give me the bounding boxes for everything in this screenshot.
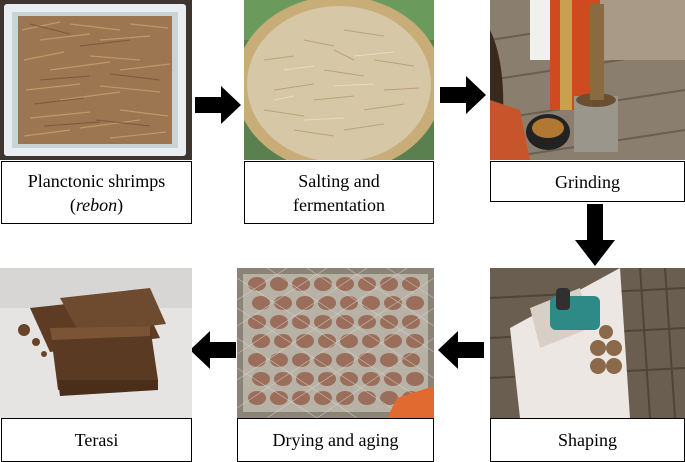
caption-text-line2: fermentation — [293, 194, 385, 215]
photo-shaping — [490, 268, 685, 418]
caption-text: Drying and aging — [272, 430, 399, 450]
caption-text: Grinding — [555, 171, 620, 192]
caption-planctonic-shrimps: Planctonic shrimps (rebon) — [1, 161, 192, 224]
caption-text: Terasi — [74, 430, 119, 450]
caption-salting-fermentation: Salting and fermentation — [244, 161, 434, 224]
photo-drying-aging — [237, 268, 434, 418]
photo-grinding — [490, 0, 685, 160]
caption-italic-rebon: rebon — [75, 194, 118, 215]
caption-drying-aging: Drying and aging — [237, 418, 434, 462]
caption-text: Shaping — [557, 430, 617, 450]
arrow-left-icon — [190, 331, 236, 369]
arrow-left-icon — [438, 331, 484, 369]
photo-planctonic-shrimps — [0, 0, 192, 160]
caption-text-line2: (rebon) — [69, 194, 124, 215]
photo-salting-fermentation — [244, 0, 434, 160]
caption-grinding: Grinding — [490, 161, 685, 202]
caption-terasi: Terasi — [1, 418, 192, 462]
photo-terasi — [0, 268, 192, 418]
arrow-right-icon — [440, 76, 486, 114]
arrow-right-icon — [195, 86, 241, 124]
caption-text-line1: Salting and — [298, 170, 380, 191]
caption-text-line1: Planctonic shrimps — [27, 170, 166, 191]
arrow-down-icon — [575, 204, 615, 266]
caption-shaping: Shaping — [490, 418, 685, 462]
